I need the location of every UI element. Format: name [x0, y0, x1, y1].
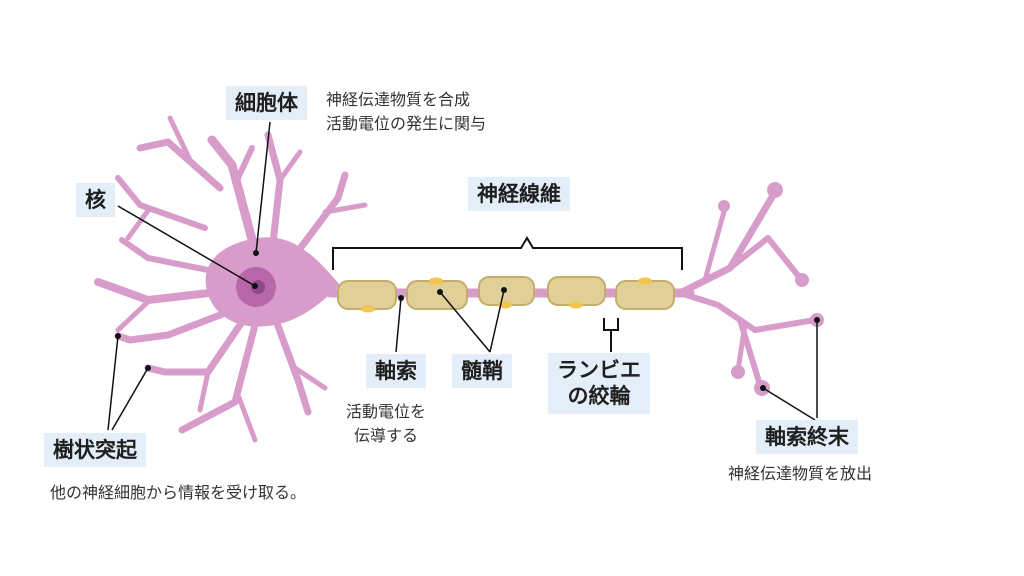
dendrites — [94, 115, 368, 443]
soma-note-line-1: 神経伝達物質を合成 — [326, 90, 471, 109]
axon-note-line-1: 活動電位を — [346, 402, 427, 421]
leader-dots — [115, 250, 820, 391]
label-ranvier-line-1: ランビエ — [557, 358, 641, 382]
fiber-brace — [332, 236, 683, 270]
ranvier-bracket — [603, 318, 619, 352]
label-nucleus: 核 — [76, 183, 115, 218]
label-axon: 軸索 — [366, 354, 426, 389]
label-ranvier-line-2: の絞輪 — [567, 384, 631, 409]
axon-terminals — [676, 188, 818, 388]
label-dendrite: 樹状突起 — [44, 433, 146, 468]
soma-note-line-2: 活動電位の発生に関与 — [326, 114, 487, 133]
schwann-cell-nuclei — [361, 277, 652, 313]
terminal-note: 神経伝達物質を放出 — [728, 464, 873, 483]
leader-lines — [107, 121, 818, 431]
label-terminal: 軸索終末 — [756, 420, 858, 455]
label-soma: 細胞体 — [226, 86, 307, 121]
label-fiber: 神経線維 — [468, 177, 570, 212]
axon-note: 活動電位を 伝導する — [346, 400, 426, 448]
soma-note: 神経伝達物質を合成 活動電位の発生に関与 — [326, 88, 486, 136]
terminal-knobs — [718, 182, 824, 396]
axon-note-line-2: 伝導する — [354, 426, 419, 445]
dendrite-note: 他の神経細胞から情報を受け取る。 — [50, 483, 307, 502]
label-ranvier: ランビエ の絞輪 — [548, 353, 650, 414]
label-myelin: 髄鞘 — [452, 354, 512, 389]
